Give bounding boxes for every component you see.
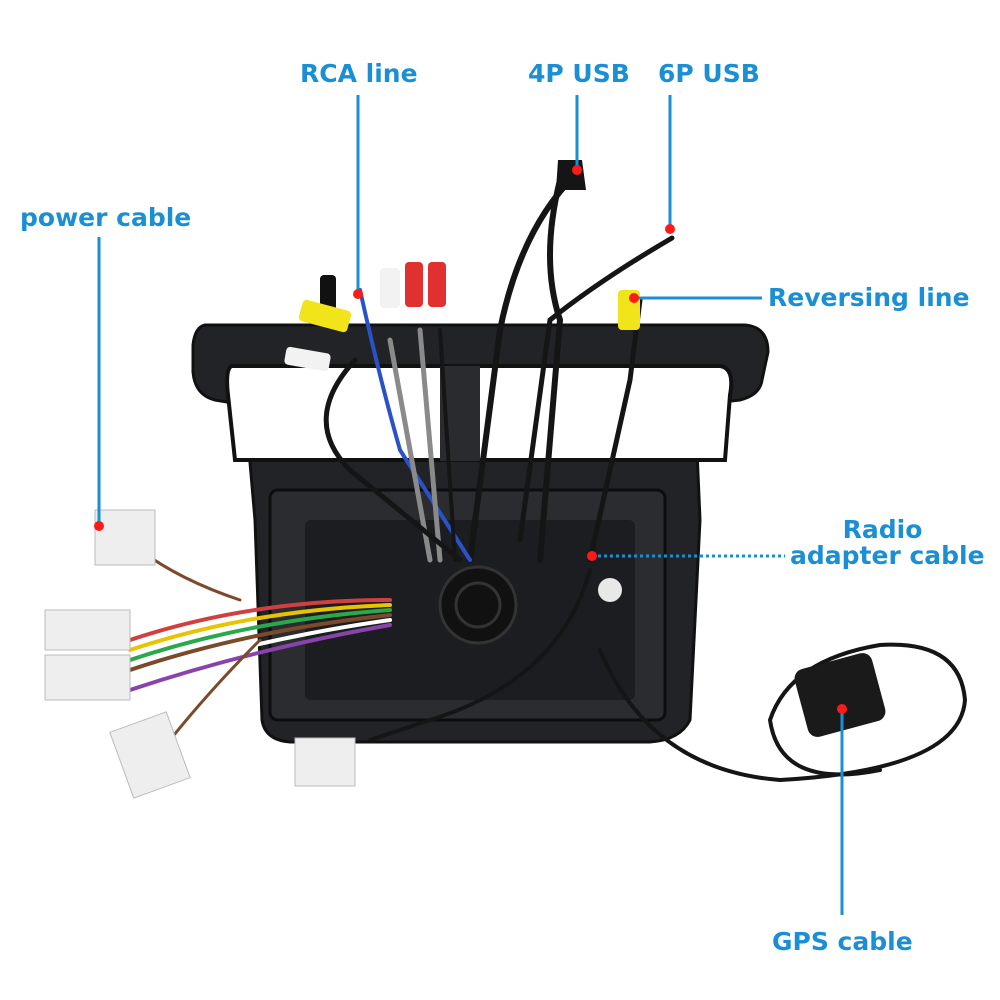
marker-rca-line: [353, 289, 363, 299]
leader-lines: [97, 95, 844, 915]
cooling-fan: [438, 565, 518, 645]
antenna-socket: [598, 578, 622, 602]
head-unit-frame: [191, 323, 770, 744]
marker-power-cable: [94, 521, 104, 531]
usb-4p-connector: [556, 160, 586, 190]
label-6p-usb: 6P USB: [658, 59, 760, 88]
power-connector: [94, 509, 156, 566]
marker-gps-cable: [837, 704, 847, 714]
label-4p-usb: 4P USB: [528, 59, 630, 88]
markers: [94, 165, 847, 714]
label-gps-cable: GPS cable: [772, 927, 913, 956]
gps-antenna: [794, 653, 886, 737]
label-radio-adapter-line2: adapter cable: [790, 541, 985, 570]
marker-radio-adapter: [587, 551, 597, 561]
marker-4p-usb: [572, 165, 582, 175]
label-radio-adapter-line1: Radio: [842, 515, 923, 544]
marker-reversing-line: [629, 293, 639, 303]
label-power-cable: power cable: [20, 203, 192, 232]
label-reversing-line: Reversing line: [768, 283, 970, 312]
marker-6p-usb: [665, 224, 675, 234]
label-rca-line: RCA line: [300, 59, 418, 88]
cables: [128, 172, 968, 783]
